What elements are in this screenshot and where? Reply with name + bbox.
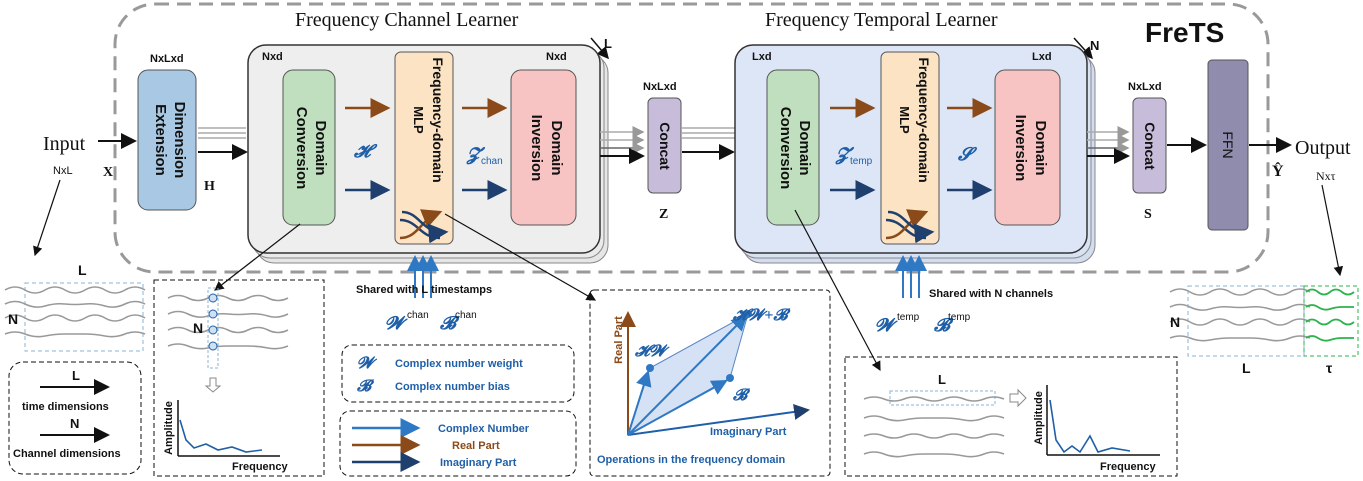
- legend-w-text: Complex number weight: [395, 358, 523, 370]
- concat2-label: Concat: [1142, 122, 1158, 170]
- channel-dc-line1: Domain: [312, 120, 329, 175]
- temporal-mlp-line2: MLP: [897, 106, 912, 134]
- legend-N-text: Channel dimensions: [13, 448, 121, 460]
- ops-x-axis: Imaginary Part: [710, 426, 787, 438]
- input-symbol: X: [103, 165, 113, 180]
- dim-ext-line1: Dimension: [171, 102, 188, 179]
- legend-b-text: Complex number bias: [395, 381, 510, 393]
- output-history-window: [1187, 285, 1305, 357]
- shared-temp-w: 𝓦: [875, 315, 898, 335]
- shared-chan-w-sup: chan: [407, 310, 429, 321]
- legend-imag-text: Imaginary Part: [440, 457, 517, 469]
- shared-temp-w-sup: temp: [897, 312, 920, 323]
- dim-ext-out-symbol: H: [204, 179, 215, 194]
- concat2-shape: NxLxd: [1128, 81, 1162, 93]
- input-series-N: N: [8, 311, 18, 327]
- shared-chan-text: Shared with L timestamps: [356, 284, 492, 296]
- temporal-dc-line1: Domain: [796, 120, 813, 175]
- ffn-label: FFN: [1220, 131, 1236, 158]
- temporal-domain-inversion: [994, 69, 1061, 226]
- temporal-learner-title: Frequency Temporal Learner: [765, 9, 998, 31]
- temporal-shape-in: Lxd: [752, 51, 772, 63]
- channel-di-line2: Inversion: [528, 115, 545, 182]
- channel-domain-conversion: [282, 69, 336, 226]
- legend-dims-box: [8, 361, 142, 475]
- temporal-di-line2: Inversion: [1012, 115, 1029, 182]
- legend-w-sym: 𝓦: [357, 355, 378, 372]
- dimension-extension-block: [137, 69, 197, 211]
- ops-b: 𝓑: [732, 387, 751, 404]
- concat2-out-symbol: S: [1144, 207, 1152, 222]
- legend-symbols-box: [341, 344, 575, 403]
- channel-repeat-label: L: [604, 36, 612, 51]
- channel-di-line1: Domain: [548, 120, 565, 175]
- concat1-label: Concat: [657, 122, 673, 170]
- output-label: Output: [1295, 137, 1351, 159]
- legend-real-text: Real Part: [452, 440, 500, 452]
- legend-arrows-box: [339, 410, 577, 477]
- ops-hwb: 𝓗𝓦+𝓑: [732, 307, 791, 324]
- temp-spec-y: Amplitude: [1033, 391, 1045, 445]
- channel-shape-out: Nxd: [546, 51, 567, 63]
- channel-domain-inversion: [510, 69, 577, 226]
- shared-chan-w: 𝓦: [385, 313, 408, 333]
- temp-series-L: L: [938, 372, 946, 387]
- frets-title: FreTS: [1145, 17, 1224, 48]
- channel-mlp-line1: Frequency-domain: [430, 57, 446, 182]
- chan-spec-y: Amplitude: [163, 401, 175, 455]
- concat1-shape: NxLxd: [643, 81, 677, 93]
- output-series-tau: τ: [1326, 360, 1333, 376]
- temporal-shape-out: Lxd: [1032, 51, 1052, 63]
- temporal-mlp-line1: Frequency-domain: [916, 57, 932, 182]
- temporal-di-line1: Domain: [1032, 120, 1049, 175]
- shared-temp-b-sup: temp: [948, 312, 971, 323]
- output-symbol: Ŷ: [1272, 161, 1284, 180]
- temp-spec-x: Frequency: [1100, 461, 1157, 473]
- shared-temp-text: Shared with N channels: [929, 288, 1053, 300]
- temporal-domain-conversion: [766, 69, 820, 226]
- concat1-block: [647, 97, 682, 194]
- frets-container: [113, 2, 1270, 274]
- channel-sym-out-sub: chan: [481, 156, 503, 167]
- concat1-out-symbol: Z: [659, 207, 668, 222]
- input-series-L: L: [78, 262, 87, 278]
- ffn-block: [1207, 59, 1249, 231]
- temporal-sym-in-sub: temp: [850, 156, 873, 167]
- ops-caption: Operations in the frequency domain: [597, 454, 786, 466]
- concat2-block: [1132, 97, 1167, 194]
- channel-mlp-line2: MLP: [411, 106, 426, 134]
- temporal-mlp: [880, 51, 940, 245]
- chan-series-N: N: [193, 320, 203, 336]
- channel-dc-line2: Conversion: [293, 107, 310, 190]
- dim-ext-shape: NxLxd: [150, 53, 184, 65]
- channel-shape-in: Nxd: [262, 51, 283, 63]
- legend-N-sym: N: [70, 416, 79, 431]
- temporal-dc-line2: Conversion: [777, 107, 794, 190]
- chan-spec-x: Frequency: [232, 461, 289, 473]
- output-series-N: N: [1170, 314, 1180, 330]
- input-shape: NxL: [53, 165, 73, 177]
- legend-L-text: time dimensions: [22, 401, 109, 413]
- output-series-L: L: [1242, 360, 1251, 376]
- temporal-repeat-label: N: [1090, 38, 1099, 53]
- shared-chan-b: 𝓑: [439, 313, 460, 333]
- ops-y-axis: Real Part: [613, 316, 625, 364]
- input-series-window: [24, 282, 144, 352]
- channel-mlp: [394, 51, 454, 245]
- shared-chan-b-sup: chan: [455, 310, 477, 321]
- legend-b-sym: 𝓑: [356, 378, 375, 395]
- input-label: Input: [43, 133, 86, 155]
- legend-complex-text: Complex Number: [438, 423, 530, 435]
- chan-spectrum-box: [153, 279, 325, 477]
- ops-hw: 𝓗𝓦: [634, 343, 670, 360]
- shared-temp-b: 𝓑: [933, 315, 954, 335]
- output-forecast-window: [1303, 285, 1359, 357]
- output-shape: Nxτ: [1316, 169, 1336, 183]
- legend-L-sym: L: [72, 368, 80, 383]
- dim-ext-line2: Extension: [152, 104, 169, 176]
- channel-learner-title: Frequency Channel Learner: [295, 9, 519, 31]
- temp-spectrum-box: [844, 356, 1178, 477]
- ops-box: [589, 289, 831, 477]
